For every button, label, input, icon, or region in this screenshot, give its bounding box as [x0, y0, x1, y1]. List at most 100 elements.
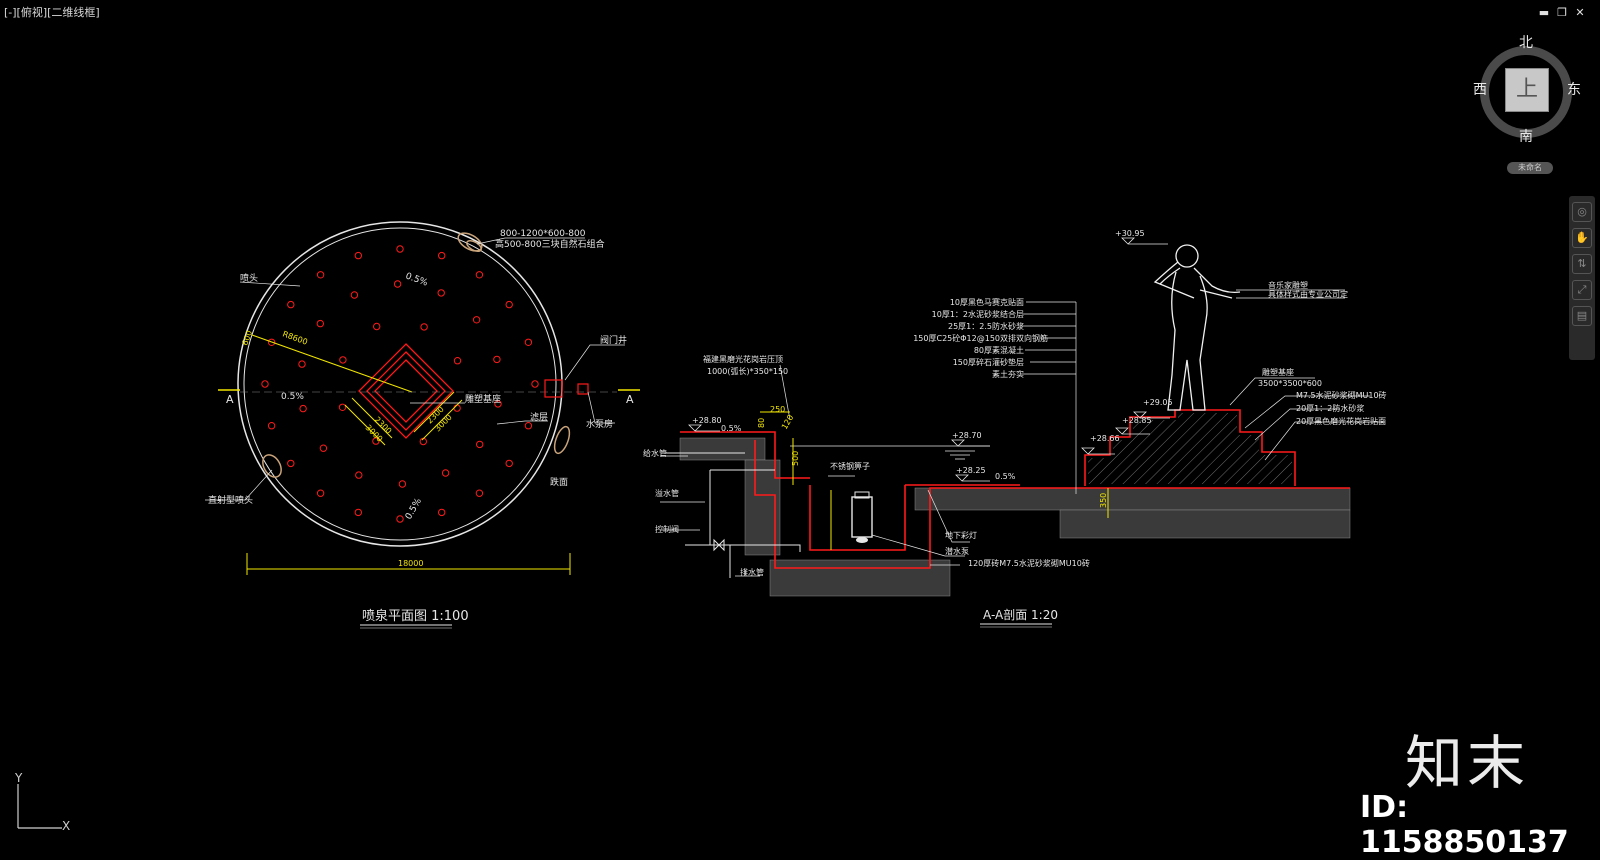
plan-leaders: [205, 237, 625, 501]
nozzle-circle: [505, 459, 513, 468]
pipes: [665, 452, 801, 578]
layer-2: 10厚1：2水泥砂浆结合层: [932, 309, 1024, 319]
nozzle-circle: [524, 422, 533, 430]
elev-29-05: +29.05: [1143, 398, 1173, 407]
nozzle-circle: [475, 489, 484, 497]
plan-radius-label: R8600: [281, 329, 308, 346]
label-underwater-light: 地下彩灯: [945, 530, 977, 540]
nozzle-circle: [316, 271, 325, 279]
nozzle-circle: [319, 444, 328, 452]
compass-north[interactable]: 北: [1519, 35, 1533, 51]
label-statue-2: 具体样式由专业公司定: [1268, 289, 1348, 299]
label-coping-2: 1000(弧长)*350*150: [707, 366, 788, 376]
sculpture-base-diamond: [358, 343, 454, 439]
diamond-dimensions: [344, 391, 463, 446]
nozzle-circle: [287, 459, 295, 468]
compass-west[interactable]: 西: [1473, 82, 1487, 98]
label-statue-1: 音乐家雕塑: [1268, 280, 1308, 290]
elev-28-66: +28.66: [1090, 434, 1120, 443]
layer-5: 80厚素混凝土: [974, 345, 1024, 355]
zoom-icon[interactable]: ⇅: [1572, 254, 1592, 274]
nozzle-circle: [287, 300, 295, 309]
dim-500: 500: [791, 451, 800, 466]
pan-icon[interactable]: ✋: [1572, 228, 1592, 248]
nozzle-circle: [472, 316, 481, 324]
plan-dim-total: 18000: [398, 559, 423, 568]
nozzle-circle: [261, 380, 269, 388]
nozzle-circle: [396, 245, 404, 253]
layer-1: 10厚黑色马赛克贴面: [950, 297, 1024, 307]
fountain-section: +30.95 +28.80 +28.70 +28.25 +29.05 +28.8…: [643, 229, 1387, 628]
navigation-bar: ◎ ✋ ⇅ ⤢ ▤: [1569, 196, 1595, 360]
label-pump: 潜水泵: [945, 546, 969, 556]
viewcube[interactable]: 北 南 东 西 上: [1473, 35, 1585, 148]
elev-30-95: +30.95: [1115, 229, 1145, 238]
base-layer-2: 20厚1：2防水砂浆: [1296, 403, 1364, 413]
dim-80: 80: [757, 418, 766, 428]
pool-structure-red: [680, 409, 1350, 569]
nozzle-circle: [420, 323, 428, 331]
dim-250: 250: [770, 405, 785, 414]
nozzle-circle: [493, 355, 501, 364]
compass-east[interactable]: 东: [1567, 82, 1581, 98]
nozzle-circle: [494, 400, 502, 408]
label-grate: 不锈钢箅子: [830, 461, 870, 471]
pool-outer-rim: [237, 221, 563, 547]
nozzle-circle: [438, 251, 446, 260]
steering-wheel-icon[interactable]: ◎: [1572, 202, 1592, 222]
pool-inner-rim: [243, 227, 557, 541]
nozzle-circle: [396, 515, 404, 523]
elev-28-25: +28.25: [956, 466, 986, 475]
viewport-label[interactable]: [-][俯视][二维线框]: [4, 6, 100, 19]
nozzle-circle: [373, 322, 381, 331]
nozzle-circle: [453, 357, 462, 365]
orbit-icon[interactable]: ⤢: [1572, 280, 1592, 300]
nozzle-circle: [393, 280, 402, 288]
nozzle-circle: [531, 380, 539, 388]
label-sculpture-base: 雕塑基座: [465, 393, 501, 405]
nozzle-circle: [524, 338, 533, 346]
nozzle-circle: [437, 289, 445, 297]
nozzle-circle: [350, 291, 359, 299]
statue-violinist: [1153, 244, 1241, 411]
nozzle-circle: [316, 489, 325, 497]
label-pedestal-2: 3500*3500*600: [1258, 379, 1322, 388]
plan-slope-1: 0.5%: [404, 271, 429, 288]
compass-south[interactable]: 南: [1519, 129, 1533, 145]
plan-slope-3: 0.5%: [404, 496, 424, 521]
elevation-marks: [688, 237, 1170, 482]
nozzle-circle: [299, 404, 307, 413]
nozzle-circle: [438, 508, 446, 517]
layer-4: 150厚C25砼Φ12@150双排双向钢筋: [913, 333, 1048, 343]
note-stone-line2: 高500-800三块自然石组合: [495, 238, 605, 250]
showmotion-icon[interactable]: ▤: [1572, 306, 1592, 326]
base-layer-1: M7.5水泥砂浆砌MU10砖: [1296, 390, 1387, 400]
close-icon[interactable]: ✕: [1575, 6, 1585, 19]
ucs-axis-icon: Y X: [14, 772, 70, 832]
section-mark-left: A: [226, 393, 234, 406]
nozzle-circle: [505, 300, 513, 309]
plan-total-dimension: [246, 553, 571, 575]
compass-ring[interactable]: [1480, 46, 1572, 138]
radius-line: [251, 334, 413, 393]
layer-3: 25厚1：2.5防水砂浆: [948, 321, 1024, 331]
nozzle-circle: [476, 440, 484, 449]
label-brick-wall: 120厚砖M7.5水泥砂浆砌MU10砖: [968, 558, 1090, 568]
viewcube-top-face[interactable]: 上: [1505, 68, 1549, 112]
minimize-icon[interactable]: ▬: [1538, 6, 1550, 19]
plan-slope-2: 0.5%: [281, 392, 304, 402]
label-pump-room: 水泵房: [586, 418, 613, 430]
nozzle-circle: [398, 480, 407, 488]
layer-6: 150厚碎石灌砂垫层: [953, 357, 1024, 367]
dim-350: 350: [1099, 493, 1108, 508]
ucs-menu-button[interactable]: 未命名: [1507, 162, 1553, 174]
section-mark-right: A: [626, 393, 634, 406]
base-layer-3: 20厚黑色磨光花岗岩贴面: [1296, 416, 1386, 426]
restore-icon[interactable]: ❐: [1557, 6, 1567, 19]
nozzle-circle: [316, 319, 324, 328]
label-overflow-pipe: 溢水管: [655, 488, 679, 498]
dim-120: 120: [780, 413, 795, 431]
elev-28-70: +28.70: [952, 431, 982, 440]
nozzle-circle: [453, 404, 461, 412]
